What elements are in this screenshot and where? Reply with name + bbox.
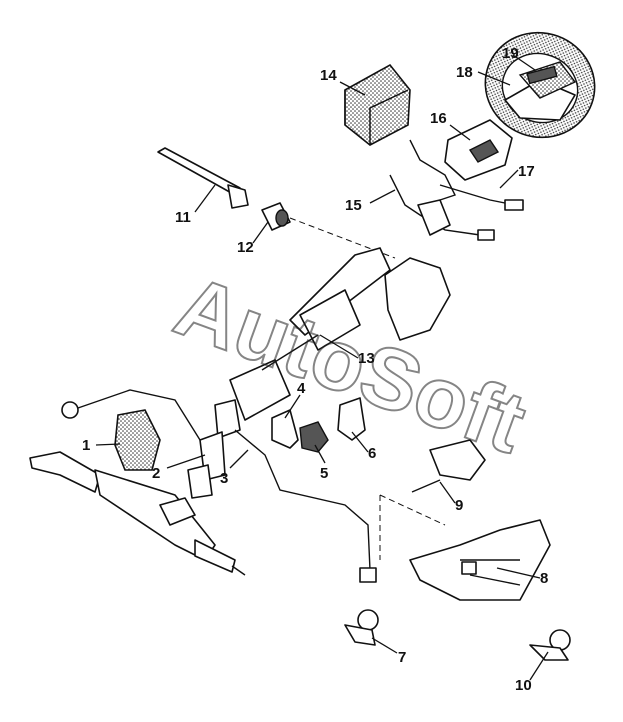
- lower-control-arm: [409, 519, 551, 601]
- alignment-line-lower: [379, 494, 446, 560]
- leader-1: [95, 443, 121, 446]
- steering-boot: [114, 409, 161, 471]
- combination-switch: [409, 119, 513, 201]
- callout-15: 15: [345, 197, 362, 214]
- ball-joint-left: [344, 609, 379, 646]
- rubber-bush: [299, 421, 329, 453]
- callout-1: 1: [82, 437, 90, 454]
- callout-5: 5: [320, 465, 328, 482]
- ball-joint-right: [529, 629, 571, 661]
- intermediate-shaft-joint: [187, 399, 241, 499]
- steering-column: [229, 247, 391, 421]
- callout-6: 6: [368, 445, 376, 462]
- stabilizer-link-end: [359, 567, 377, 583]
- indicator-switch: [389, 174, 495, 241]
- wiper-switch: [439, 184, 524, 211]
- steering-rack: [29, 451, 246, 576]
- leader-9: [439, 481, 456, 504]
- callout-16: 16: [430, 110, 447, 127]
- leader-10: [529, 651, 549, 681]
- callout-4: 4: [297, 380, 306, 397]
- leader-11: [194, 184, 216, 213]
- callout-2: 2: [152, 465, 160, 482]
- leader-15: [369, 189, 396, 204]
- leader-7: [371, 637, 398, 654]
- leader-17: [499, 169, 519, 189]
- leader-14: [339, 81, 366, 96]
- link-rod-left: [61, 389, 201, 441]
- leader-2: [166, 454, 206, 469]
- steering-column-shroud: [344, 63, 411, 146]
- shaft-bush: [261, 202, 291, 231]
- stabilizer-bar: [234, 429, 371, 571]
- steering-knuckle: [411, 439, 486, 493]
- callout-19: 19: [502, 45, 519, 62]
- leader-4: [284, 394, 301, 419]
- leader-19: [512, 54, 536, 71]
- bracket-left: [271, 409, 299, 449]
- leader-13: [319, 334, 359, 359]
- callout-17: 17: [518, 163, 535, 180]
- leader-3: [229, 449, 249, 469]
- column-cover: [384, 257, 451, 341]
- upper-steering-shaft: [157, 147, 249, 209]
- callout-14: 14: [320, 67, 337, 84]
- callout-11: 11: [175, 209, 191, 226]
- leader-5: [314, 444, 326, 464]
- callout-18: 18: [456, 64, 473, 81]
- leader-12: [252, 221, 269, 244]
- leader-8: [496, 567, 541, 579]
- callout-10: 10: [515, 677, 532, 694]
- callout-3: 3: [220, 470, 228, 487]
- bracket-right: [337, 397, 366, 441]
- callout-7: 7: [398, 649, 406, 666]
- leader-18: [477, 71, 511, 86]
- callout-12: 12: [237, 239, 254, 256]
- callout-13: 13: [358, 350, 375, 367]
- callout-8: 8: [540, 570, 548, 587]
- horn-pad: [518, 61, 577, 99]
- leader-16: [449, 124, 471, 141]
- callout-9: 9: [455, 497, 463, 514]
- leader-6: [351, 431, 369, 453]
